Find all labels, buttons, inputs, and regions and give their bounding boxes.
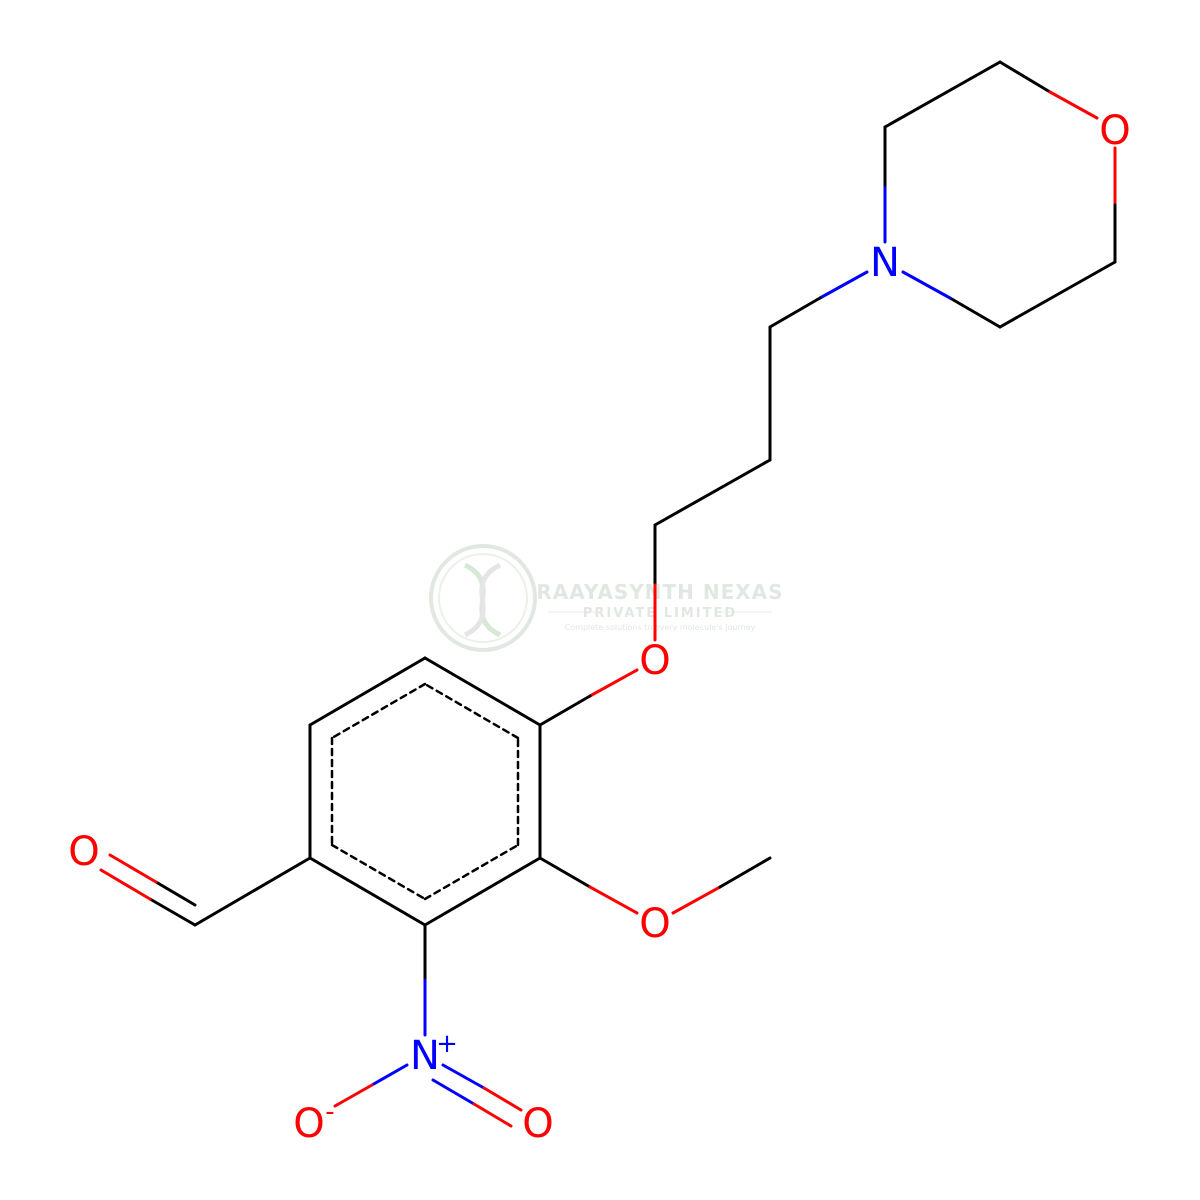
bond-ether-b: [538, 694, 592, 727]
bond-ring-1: [423, 656, 542, 727]
bond-nitro-2a: [370, 1063, 409, 1087]
aromatic-5: [423, 843, 520, 901]
atom-o-ether: O: [639, 638, 670, 684]
bond-ring-5: [423, 856, 542, 927]
aromatic-ring: [330, 682, 520, 901]
atom-labels: O N O O O N + O - O: [68, 108, 1130, 1147]
charge-n-nitro: +: [436, 1029, 458, 1059]
watermark-logo-inner-ring: [438, 553, 528, 643]
bond-ring-4: [308, 856, 427, 927]
watermark-tagline: Complete solutions to every molecule's j…: [565, 623, 756, 632]
bond-chain-3: [653, 458, 772, 527]
bond-morph-2a: [998, 60, 1052, 94]
bond-nitro-3b: [482, 1086, 523, 1112]
atom-n-morpholine: N: [870, 240, 900, 286]
bond-aldehyde-2a: [148, 897, 197, 927]
bond-morph-4: [998, 260, 1117, 329]
bond-nitro-3a: [441, 1063, 486, 1090]
atom-o-nitro-single: O: [293, 1101, 324, 1147]
bond-aldehyde-3a: [154, 880, 197, 907]
bond-nitro-4a: [431, 1078, 476, 1106]
bond-aldehyde-1: [193, 856, 312, 927]
bond-methoxy-2a: [671, 885, 722, 915]
bond-morph-2b: [1048, 90, 1099, 120]
aromatic-2: [330, 682, 427, 740]
watermark-helix-strand-icon: [463, 562, 502, 638]
charge-o-nitro: -: [325, 1097, 334, 1127]
bond-nitro-4b: [472, 1102, 513, 1128]
bond-morph-5a: [948, 296, 1002, 329]
bond-methoxy-2b: [718, 856, 772, 889]
aromatic-1: [423, 682, 520, 740]
bond-nitro-2b: [333, 1083, 374, 1108]
atom-n-nitro: N: [410, 1033, 440, 1079]
bond-aldehyde-3b: [108, 853, 158, 884]
bonds: [99, 60, 1117, 1128]
bond-chain-1b: [768, 296, 822, 329]
bond-chain-1a: [818, 270, 869, 300]
bond-morph-5b: [901, 270, 952, 300]
atom-o-aldehyde: O: [68, 829, 99, 875]
atom-o-nitro-double: O: [522, 1101, 553, 1147]
watermark: RAAYASYNTH NEXAS PRIVATE LIMITED Complet…: [429, 544, 783, 652]
bond-methoxy-1a: [538, 856, 592, 889]
aromatic-4: [330, 843, 427, 901]
bond-aldehyde-2b: [99, 868, 152, 901]
atom-o-methoxy: O: [639, 901, 670, 947]
bond-methoxy-1b: [588, 885, 639, 915]
bond-morph-1: [883, 60, 1002, 129]
watermark-company: RAAYASYNTH NEXAS: [536, 580, 783, 604]
watermark-subtitle: PRIVATE LIMITED: [583, 606, 737, 621]
watermark-logo-ring: [429, 544, 537, 652]
bond-ring-2: [308, 656, 427, 727]
atom-o-morpholine: O: [1099, 108, 1130, 154]
bond-ether-a: [588, 668, 639, 698]
